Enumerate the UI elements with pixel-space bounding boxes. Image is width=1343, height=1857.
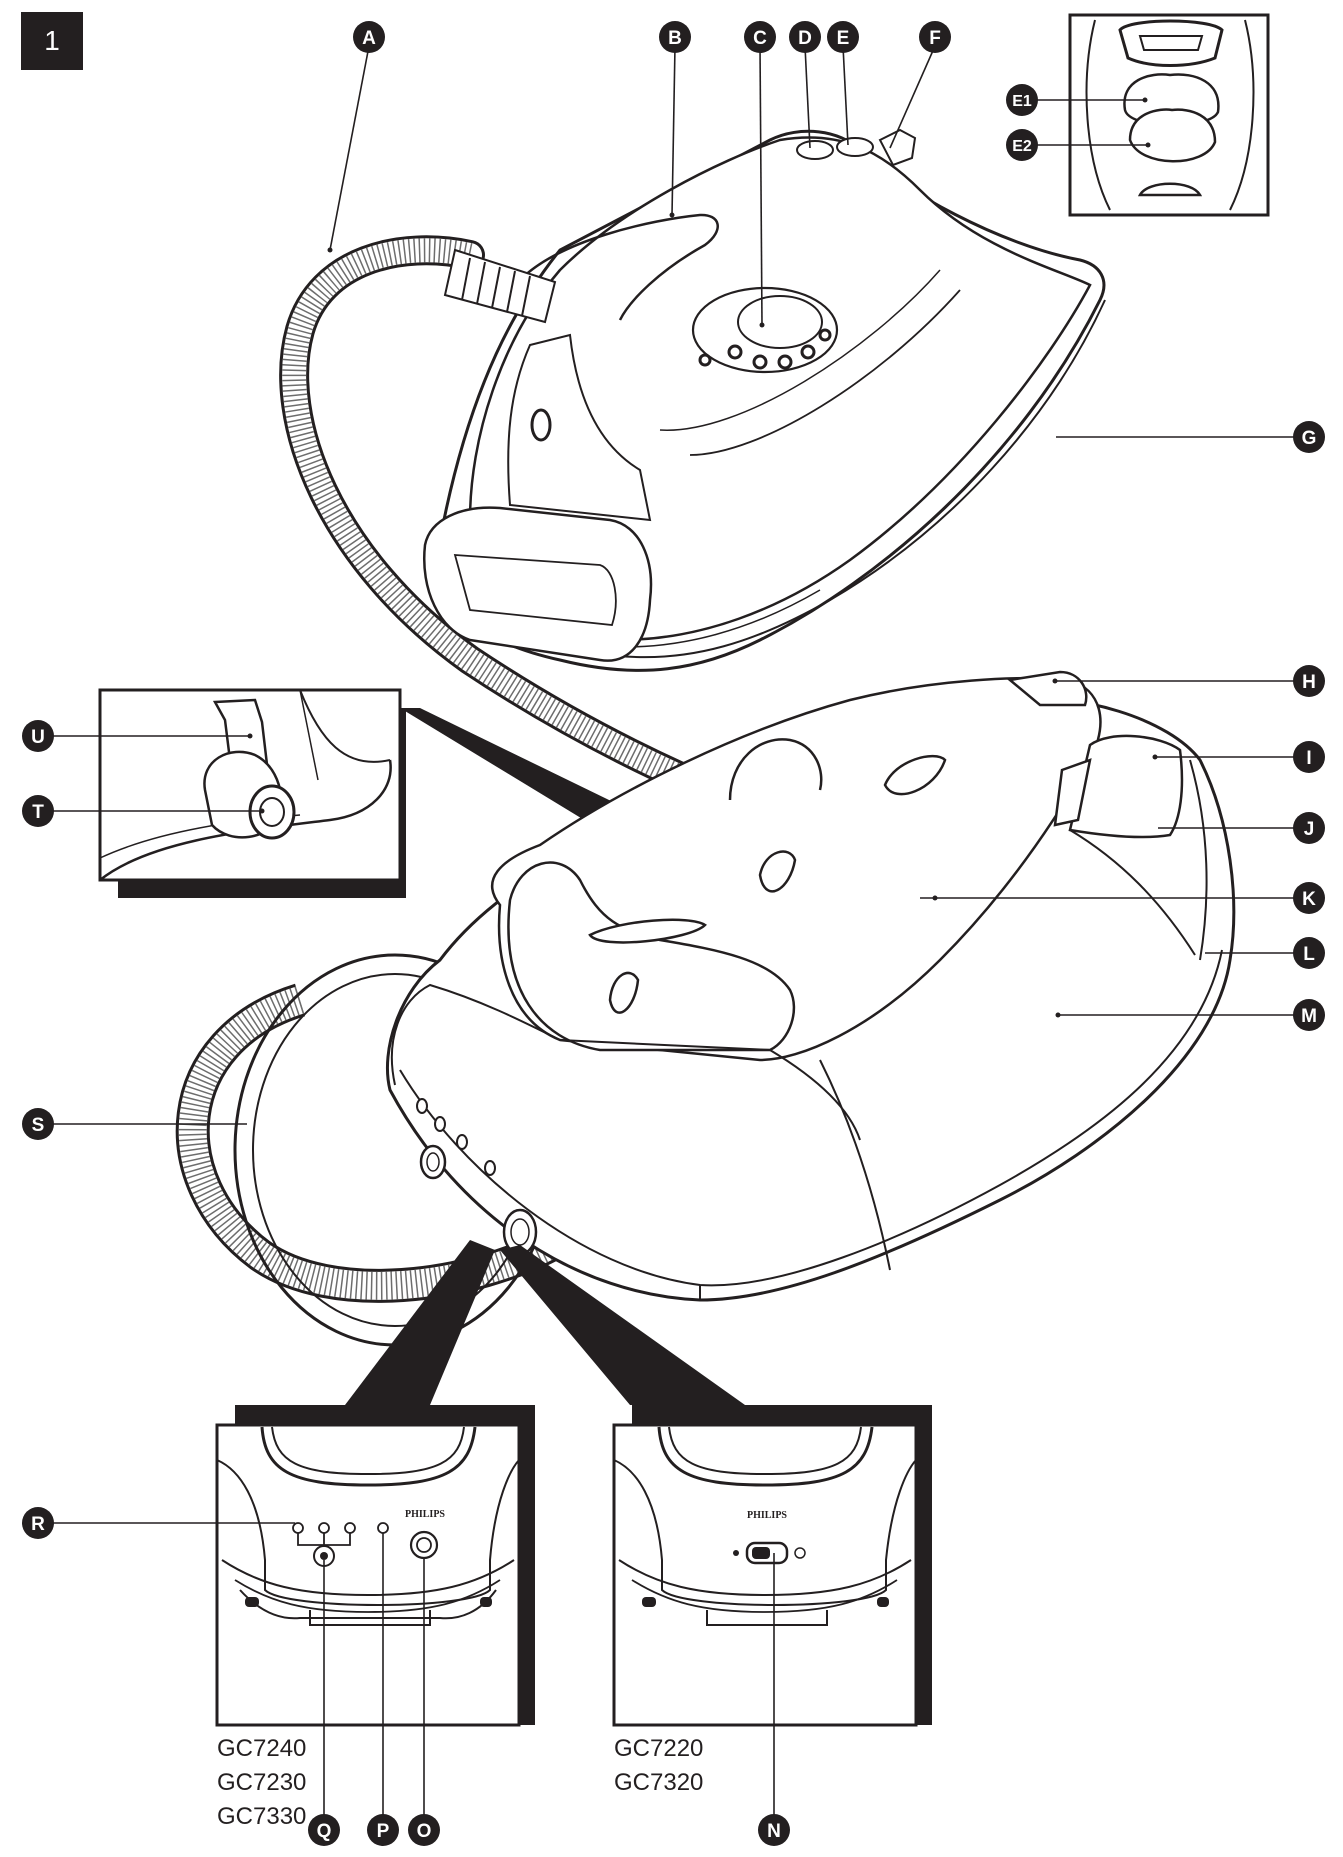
model-label: GC7230 — [217, 1769, 306, 1796]
svg-text:U: U — [31, 727, 45, 748]
callout-P: P — [367, 1814, 399, 1846]
model-label: GC7330 — [217, 1803, 306, 1830]
callout-R: R — [22, 1507, 54, 1539]
svg-text:D: D — [798, 28, 812, 49]
svg-text:O: O — [417, 1821, 432, 1842]
callout-D: D — [789, 21, 821, 53]
svg-text:L: L — [1303, 944, 1315, 965]
steam-iron — [423, 128, 1106, 672]
model-list-right: GC7220 GC7320 — [614, 1735, 703, 1796]
svg-text:N: N — [767, 1821, 781, 1842]
callout-M: M — [1293, 999, 1325, 1031]
callout-U: U — [22, 720, 54, 752]
svg-text:A: A — [362, 28, 376, 49]
leader-lines — [50, 45, 1295, 1815]
svg-text:Q: Q — [317, 1821, 332, 1842]
svg-text:F: F — [929, 28, 941, 49]
wedge-left — [345, 1240, 495, 1405]
svg-text:G: G — [1302, 428, 1317, 449]
model-label: GC7220 — [614, 1735, 703, 1762]
callout-E: E — [827, 21, 859, 53]
inset-steam-buttons — [1068, 13, 1270, 217]
wedge-right — [500, 1245, 745, 1405]
callout-I: I — [1293, 741, 1325, 773]
inset-control-panel-left: PHILIPS — [215, 1405, 535, 1727]
steam-generator-base — [385, 670, 1236, 1302]
brand-label-right: PHILIPS — [747, 1510, 787, 1521]
svg-text:K: K — [1302, 889, 1316, 910]
svg-text:E: E — [837, 28, 850, 49]
callout-E2: E2 — [1006, 129, 1038, 161]
model-list-left: GC7240 GC7230 GC7330 — [217, 1735, 306, 1830]
callout-J: J — [1293, 812, 1325, 844]
callout-A: A — [353, 21, 385, 53]
callout-L: L — [1293, 937, 1325, 969]
callout-T: T — [22, 795, 54, 827]
callout-B: B — [659, 21, 691, 53]
svg-text:C: C — [753, 28, 767, 49]
callout-Q: Q — [308, 1814, 340, 1846]
svg-text:J: J — [1304, 819, 1315, 840]
leader-dots — [247, 97, 1158, 1018]
svg-text:I: I — [1306, 748, 1311, 769]
callout-G: G — [1293, 421, 1325, 453]
svg-text:S: S — [32, 1115, 45, 1136]
svg-text:P: P — [377, 1821, 390, 1842]
model-label: GC7320 — [614, 1769, 703, 1796]
callout-O: O — [408, 1814, 440, 1846]
callout-C: C — [744, 21, 776, 53]
callout-S: S — [22, 1108, 54, 1140]
svg-text:E2: E2 — [1012, 138, 1032, 155]
svg-text:B: B — [668, 28, 682, 49]
callout-F: F — [919, 21, 951, 53]
inset-control-panel-right: PHILIPS — [612, 1405, 932, 1727]
svg-text:H: H — [1302, 672, 1316, 693]
callout-K: K — [1293, 882, 1325, 914]
callout-E1: E1 — [1006, 84, 1038, 116]
model-label: GC7240 — [217, 1735, 306, 1762]
brand-label-left: PHILIPS — [405, 1509, 445, 1520]
steam-hose — [279, 235, 725, 805]
svg-text:E1: E1 — [1012, 93, 1032, 110]
svg-text:R: R — [31, 1514, 45, 1535]
callout-H: H — [1293, 665, 1325, 697]
svg-text:M: M — [1301, 1006, 1317, 1027]
page-number-badge: 1 — [21, 12, 83, 70]
callout-N: N — [758, 1814, 790, 1846]
svg-text:T: T — [32, 802, 44, 823]
